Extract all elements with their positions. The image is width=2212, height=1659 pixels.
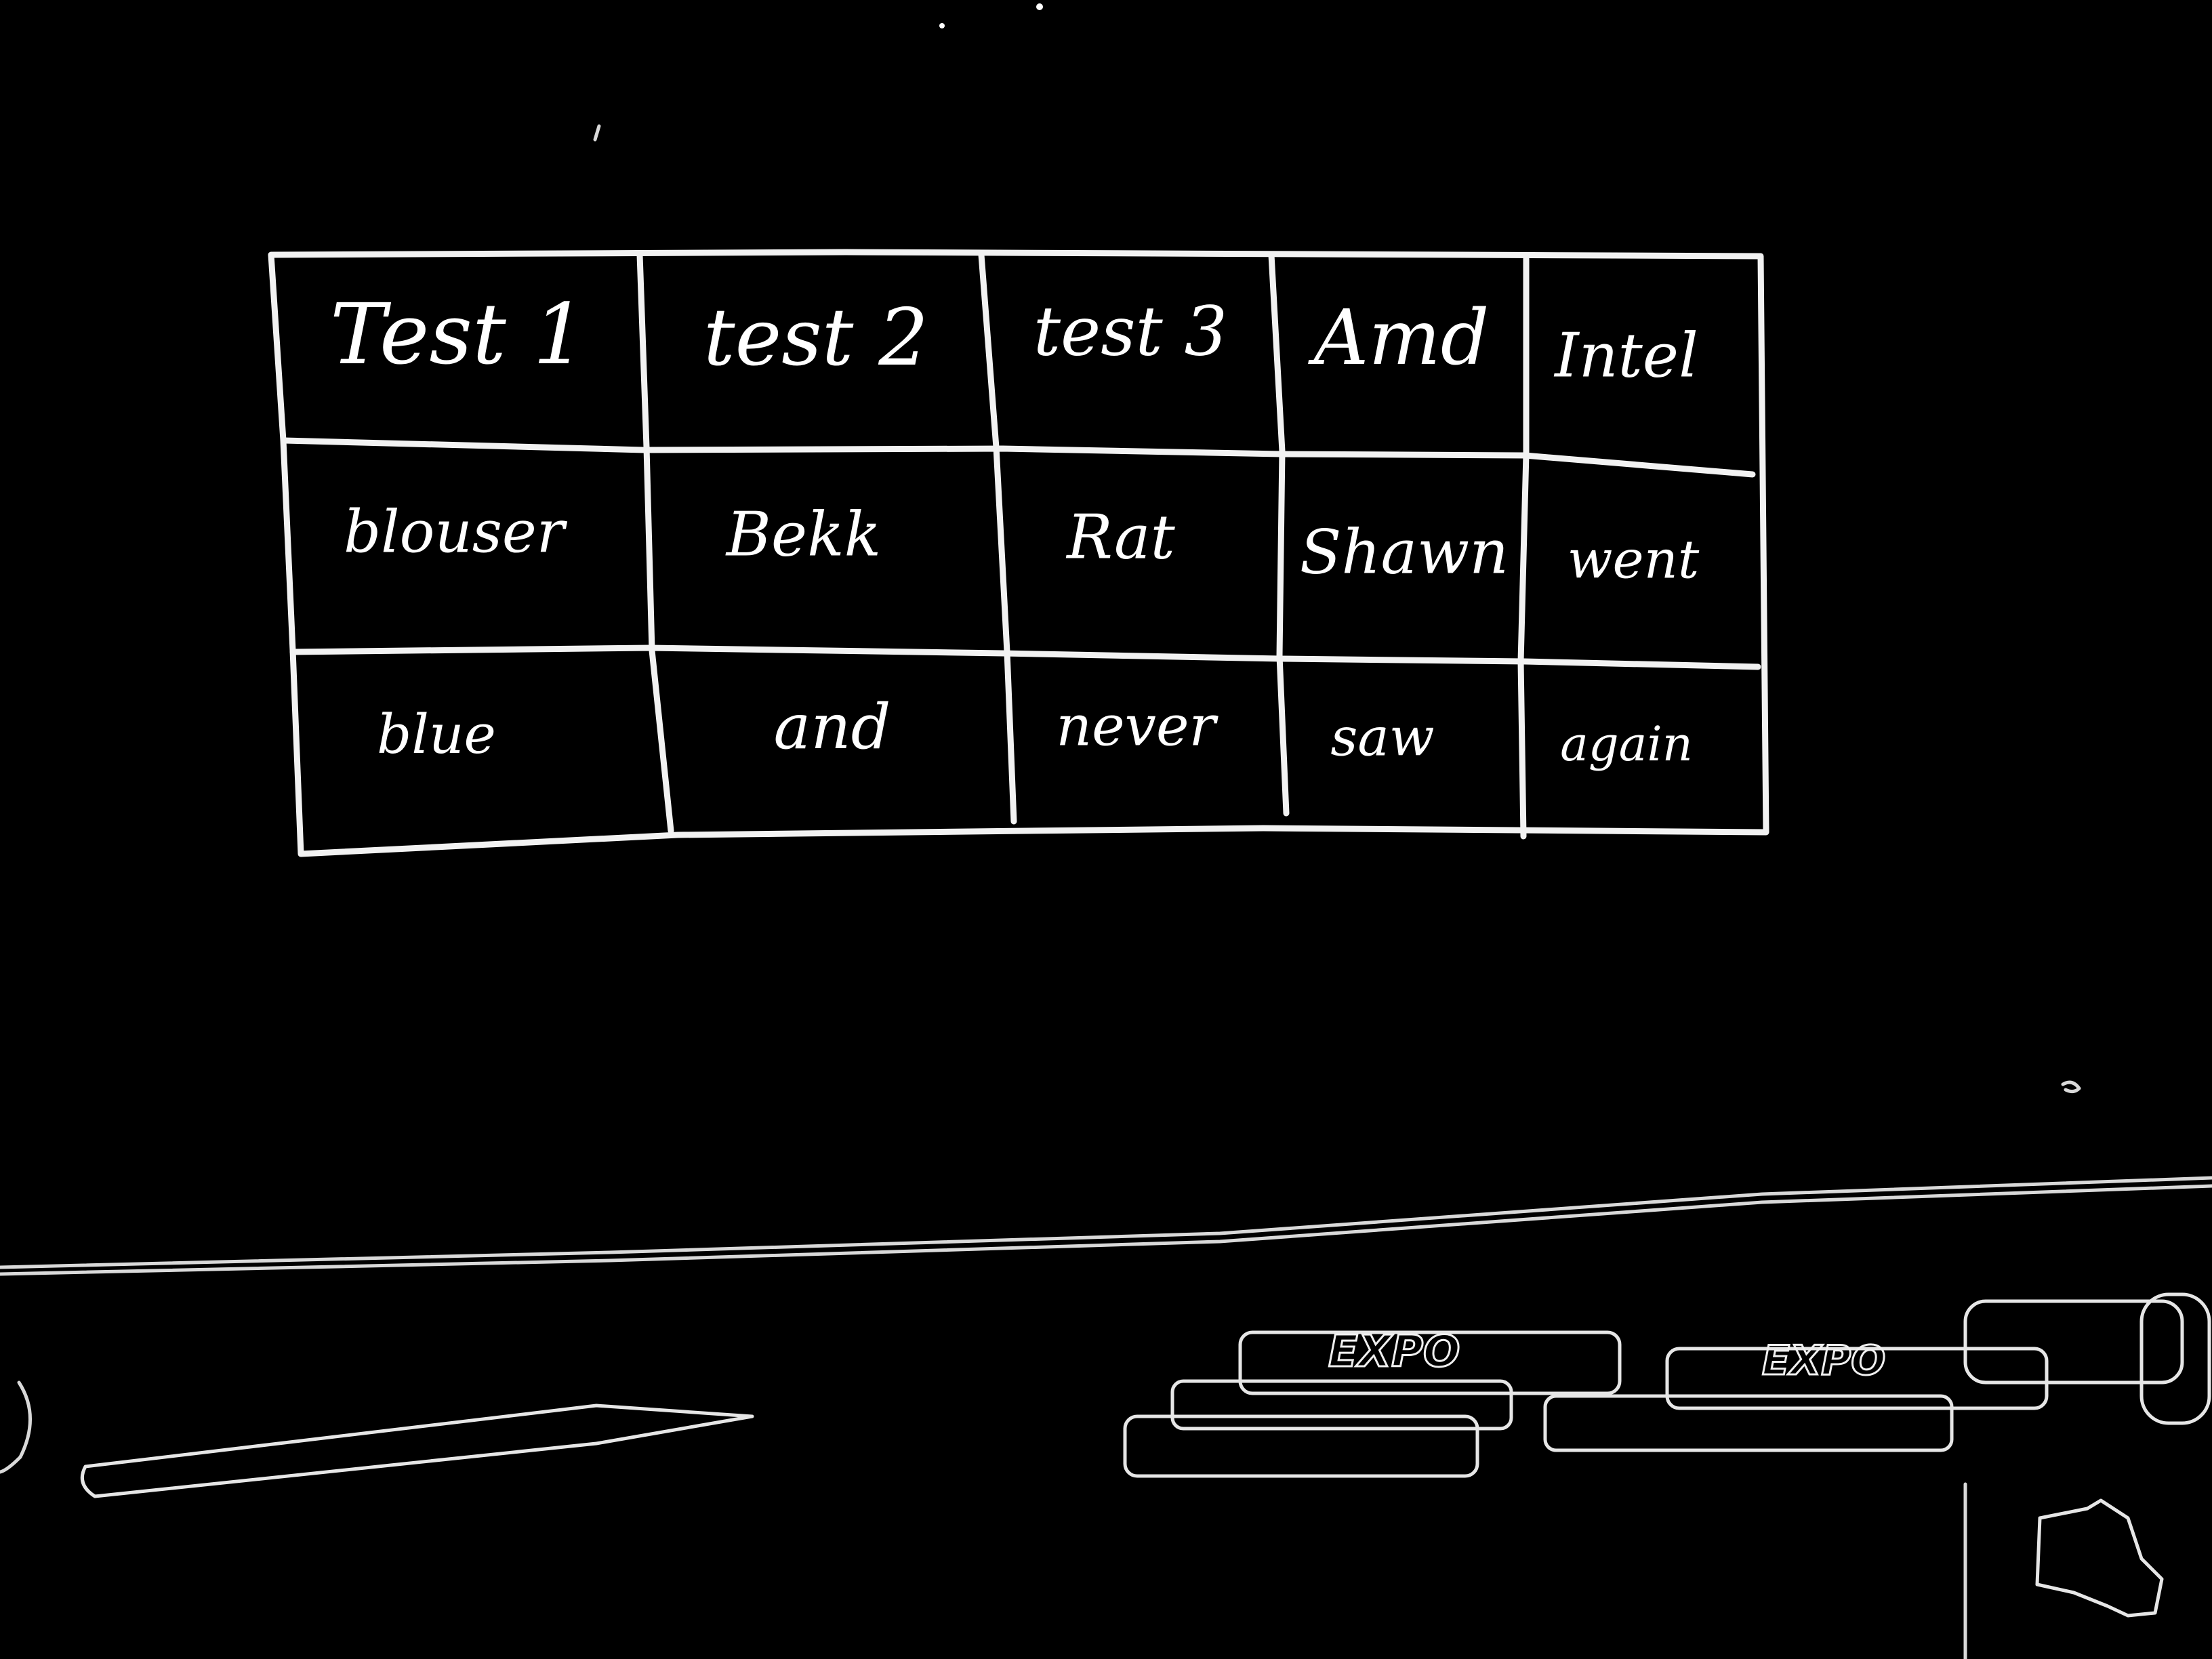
table-cell-r2c5: went <box>1568 530 1700 591</box>
table-cell-r2c2: Bekk <box>725 499 881 570</box>
pen <box>80 1404 754 1498</box>
table-row-divider-1 <box>281 437 1756 478</box>
table-col-divider-2 <box>978 251 1017 825</box>
table-cell-r1c5: Intel <box>1553 320 1698 391</box>
eraser <box>2035 1498 2164 1618</box>
table-cell-r3c5: again <box>1560 716 1693 772</box>
table-cell-r1c2: test 2 <box>703 292 928 384</box>
tray-edge <box>0 1184 2212 1276</box>
table-cell-r3c1: blue <box>377 703 496 766</box>
marker <box>1123 1414 1479 1478</box>
board-speck <box>1036 3 1043 10</box>
table-cell-r3c4: saw <box>1330 708 1434 769</box>
marker-cluster: EXPO EXPO <box>1123 1292 2211 1478</box>
table-col-divider-1 <box>636 251 674 834</box>
table-col-divider-3 <box>1268 251 1290 817</box>
marker <box>1665 1347 2049 1410</box>
marker <box>1170 1379 1513 1431</box>
table-col-divider-4 <box>1517 255 1530 840</box>
marker-brand-label: EXPO <box>1328 1327 1460 1377</box>
table-cell-r1c3: test 3 <box>1033 292 1227 371</box>
table-outer-border <box>268 249 1769 857</box>
marker <box>1238 1330 1622 1395</box>
table-cell-r3c3: never <box>1056 695 1218 759</box>
marker <box>1963 1299 2184 1385</box>
table-cell-r2c4: Shawn <box>1300 516 1509 588</box>
frame-edge <box>0 1380 32 1474</box>
table-cell-r2c1: blouser <box>344 499 568 567</box>
table-cell-r2c3: Rat <box>1065 501 1175 573</box>
board-speck <box>939 23 945 28</box>
marker <box>1543 1394 1954 1452</box>
table-cell-r3c2: and <box>774 691 891 763</box>
table-cell-r1c1: Test 1 <box>330 286 586 384</box>
table-cell-r1c4: Amd <box>1308 294 1490 382</box>
board-mark <box>593 124 601 142</box>
board-mark <box>2061 1080 2081 1094</box>
marker-brand-label: EXPO <box>1762 1337 1885 1385</box>
table-row-divider-2 <box>289 644 1761 670</box>
marker <box>2139 1292 2211 1425</box>
board-bottom-edge <box>0 1176 2212 1269</box>
